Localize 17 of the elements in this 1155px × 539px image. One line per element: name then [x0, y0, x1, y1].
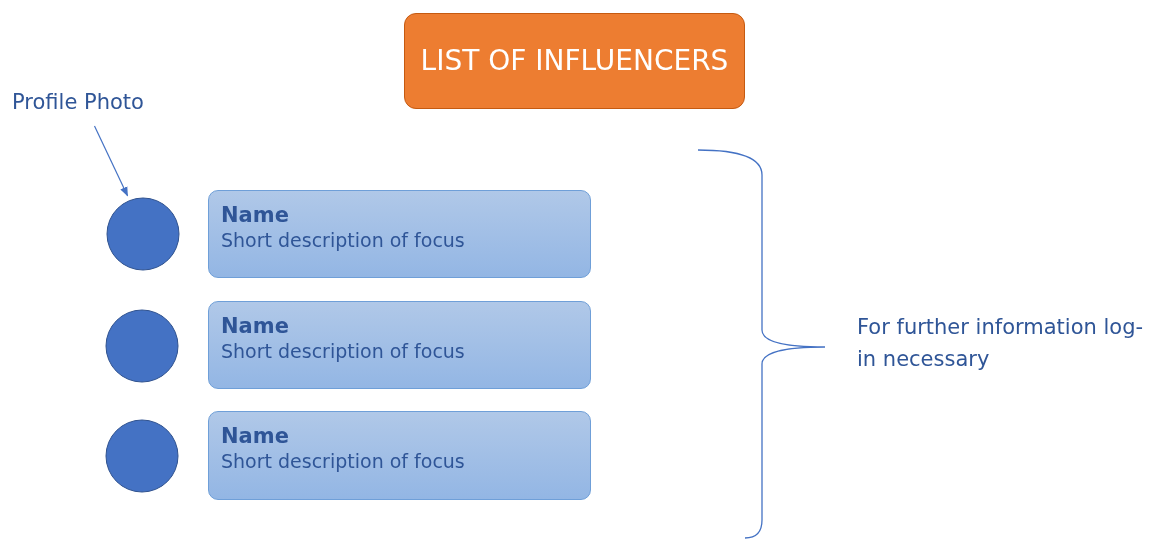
- profile-photo-placeholder: [105, 309, 179, 383]
- influencer-card: [208, 411, 591, 500]
- arrow: [93, 125, 129, 197]
- name-text: Name: [221, 424, 290, 448]
- callout-text: Profile Photo: [12, 90, 177, 120]
- influencer-card: [208, 190, 591, 278]
- title-box: [404, 13, 745, 109]
- description-text: Short description of focus: [221, 340, 465, 362]
- profile-photo-placeholder: [105, 419, 179, 493]
- description-text: Short description of focus: [221, 229, 465, 251]
- title-text: LIST OF INFLUENCERS: [420, 42, 729, 79]
- influencer-card: [208, 301, 591, 389]
- profile-photo-placeholder: [106, 197, 180, 271]
- note-text: For further information log-in necessary: [857, 314, 1145, 373]
- name-text: Name: [221, 314, 290, 338]
- name-text: Name: [221, 203, 290, 227]
- description-text: Short description of focus: [221, 450, 465, 472]
